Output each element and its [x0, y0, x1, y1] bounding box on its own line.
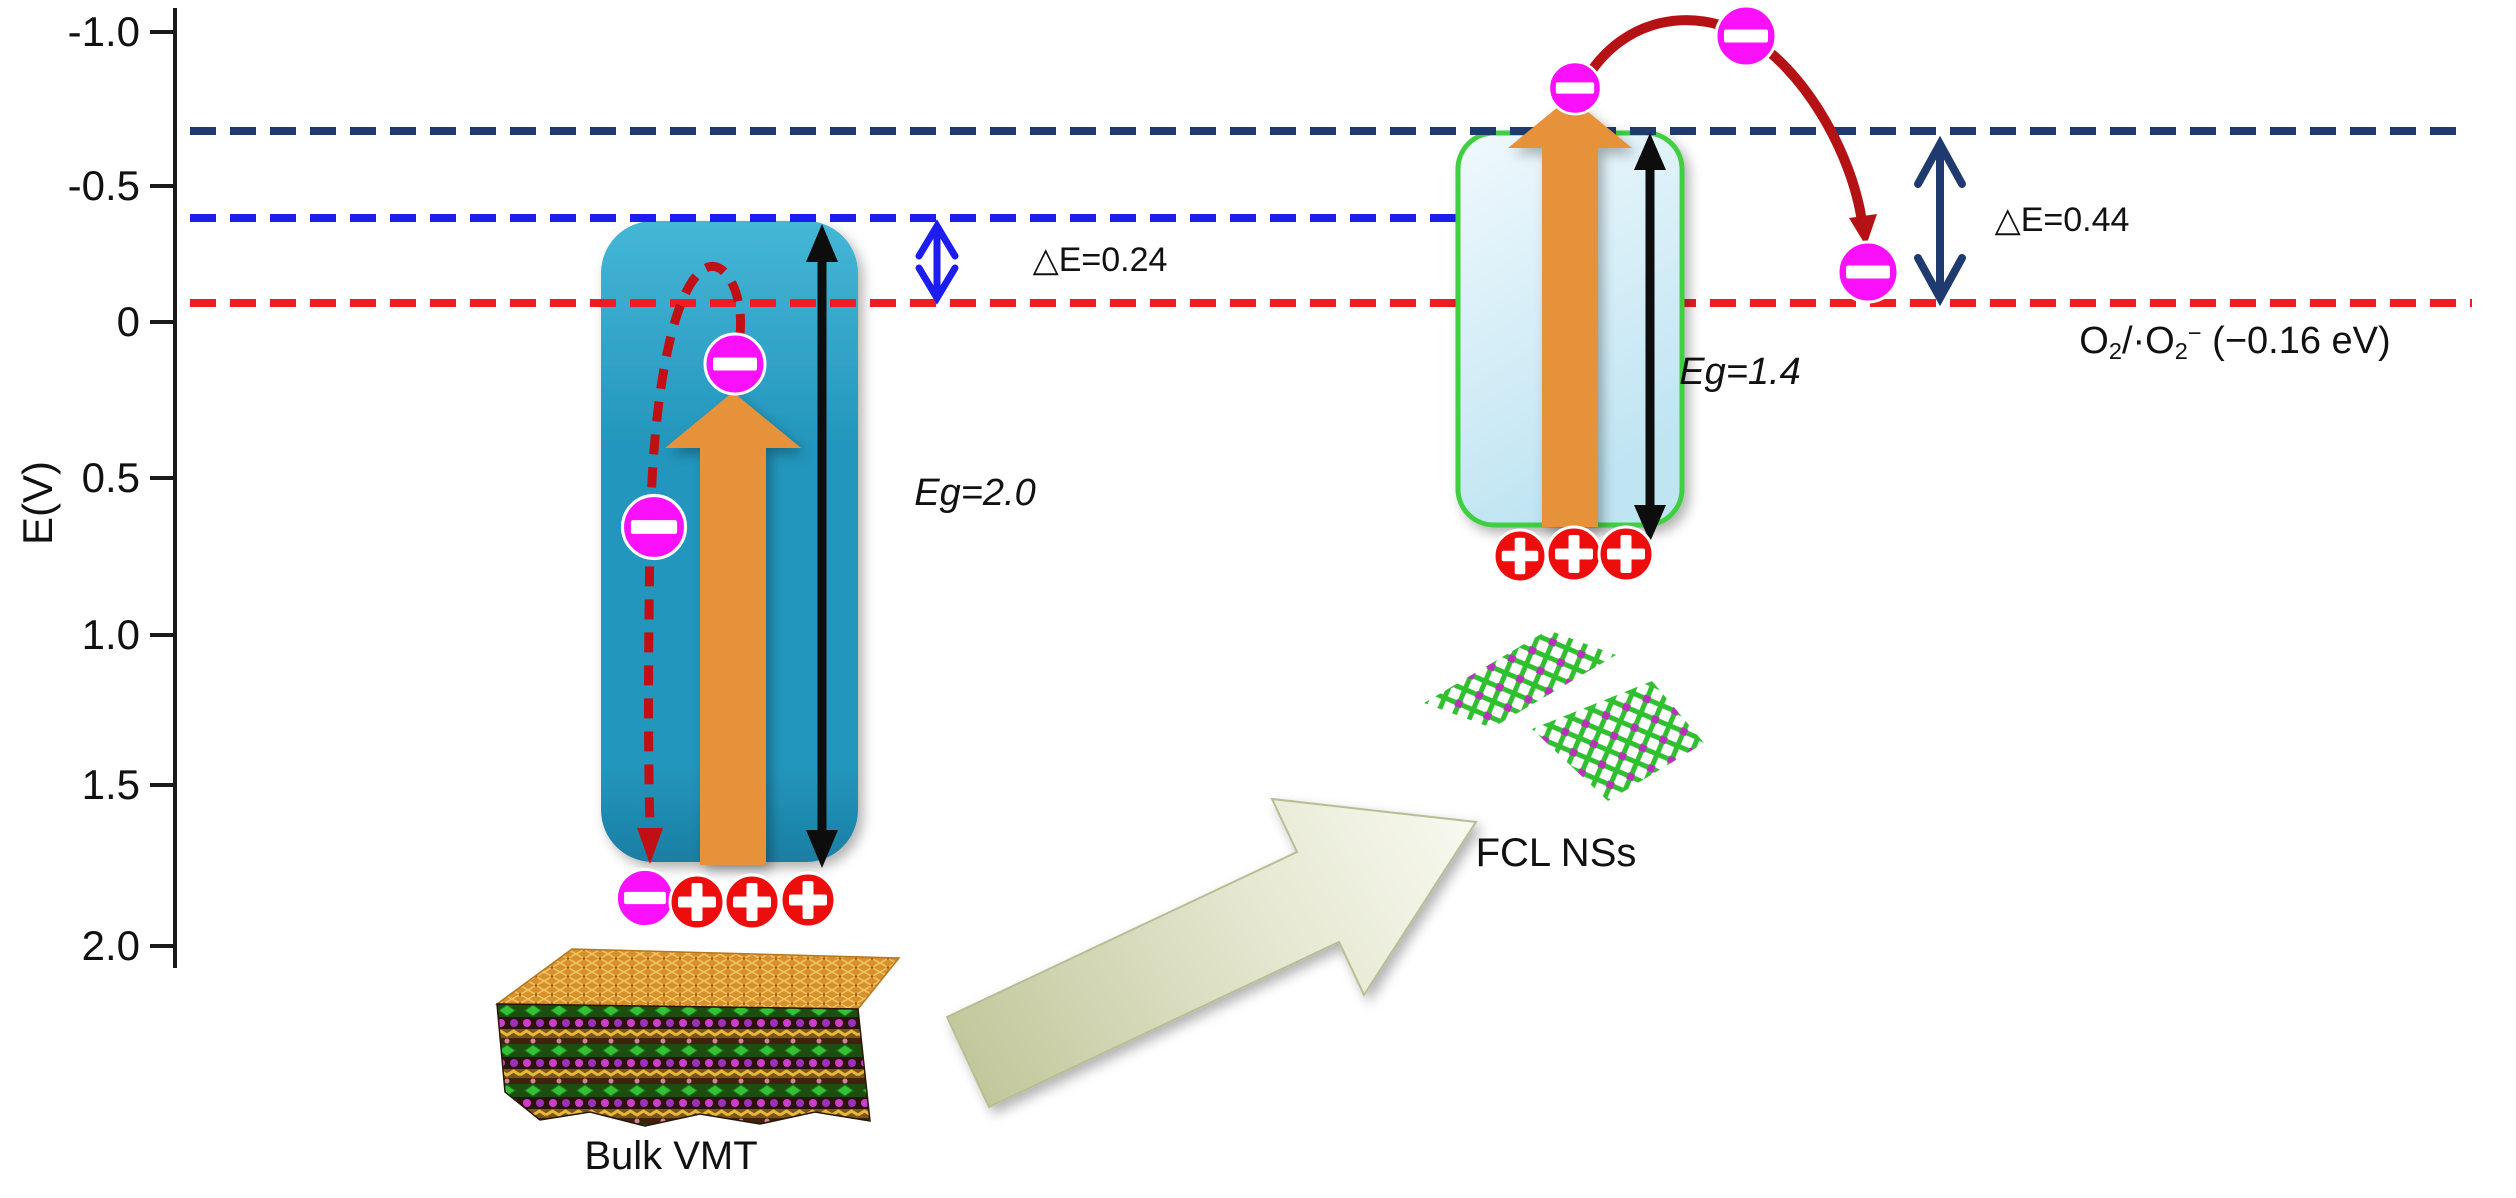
energy-axis	[150, 8, 177, 968]
o2-label-superscript: −	[2187, 320, 2202, 347]
band-gap-label-bulk: Eg=2.0	[914, 472, 1036, 514]
recombination-path	[637, 261, 746, 864]
exfoliation-arrow	[945, 797, 1478, 1109]
axis-tick-label: -0.5	[67, 162, 140, 209]
electron-icon	[1547, 60, 1603, 116]
hole-icon	[723, 873, 781, 931]
band-gap-label-nanosheet: Eg=1.4	[1679, 351, 1801, 393]
bulk-name-label: Bulk VMT	[584, 1134, 758, 1178]
hole-icon	[1492, 528, 1548, 584]
delta-e-arrow-nanosheet	[1914, 135, 1966, 307]
axis-tick-label: 1.0	[81, 611, 140, 658]
electron-icon	[703, 332, 767, 396]
o2-label-part: (−0.16 eV)	[2201, 320, 2391, 362]
axis-tick-label: -1.0	[67, 8, 140, 55]
hole-icon	[779, 871, 837, 929]
eg-arrow-bulk	[806, 224, 838, 868]
axis-tick-label: 0	[116, 298, 140, 345]
eg-arrow-nanosheet	[1634, 133, 1666, 542]
o2-label-part: /·O	[2121, 320, 2175, 362]
excitation-arrow-nanosheet	[1508, 97, 1632, 527]
electron-icon	[1714, 4, 1778, 68]
delta-e-arrow-bulk	[915, 219, 959, 305]
excitation-arrow-bulk	[665, 392, 801, 865]
o2-label-part: O	[2079, 320, 2109, 362]
y-axis-title: E(V)	[14, 461, 61, 545]
electron-icon	[1836, 240, 1900, 304]
axis-tick-label: 0.5	[81, 454, 140, 501]
crystal-structure	[494, 948, 901, 1127]
hole-icon	[1597, 525, 1655, 583]
hole-icon	[668, 873, 726, 931]
hole-icon	[1545, 525, 1603, 583]
delta-e-label-nanosheet: △E=0.44	[1994, 201, 2130, 239]
axis-tick-label: 2.0	[81, 922, 140, 969]
nanosheet-illustration	[1424, 630, 1704, 801]
nanosheet-name-label: FCL NSs	[1475, 831, 1637, 875]
o2-label-subscript: 2	[2174, 337, 2188, 364]
o2-redox-label: O2/·O2− (−0.16 eV)	[2020, 320, 2450, 365]
axis-tick-label: 1.5	[81, 761, 140, 808]
delta-e-label-bulk: △E=0.24	[1032, 241, 1168, 279]
o2-label-subscript: 2	[2108, 337, 2122, 364]
electron-icon	[620, 493, 688, 561]
electron-icon	[615, 868, 675, 928]
